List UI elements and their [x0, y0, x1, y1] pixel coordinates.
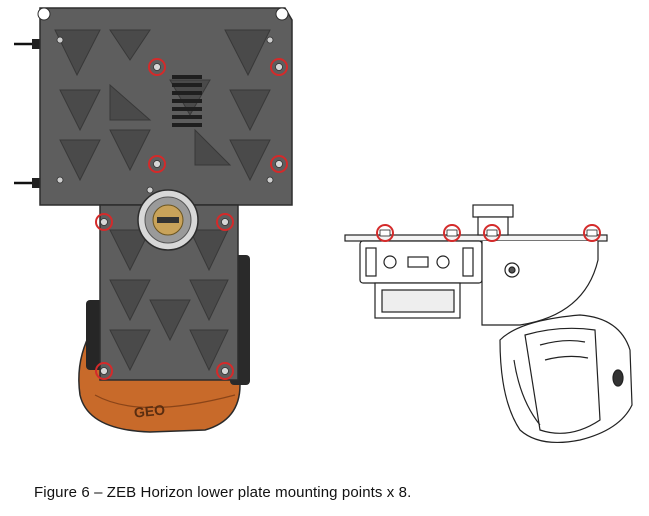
figure-illustration: GEO: [14, 7, 633, 444]
center-mount: [137, 189, 199, 251]
side-view-line-art: [344, 204, 633, 444]
plate-underside-view: GEO: [14, 7, 293, 433]
mounting-point-marker-icon: [443, 224, 461, 242]
screw-icon: [56, 36, 274, 194]
vent-slots: [172, 75, 202, 127]
cables: [14, 42, 40, 185]
plate-cutouts: [54, 29, 271, 372]
mounting-point-marker-icon: [95, 58, 288, 380]
upper-plate: [39, 7, 293, 206]
body-logo: GEO: [133, 401, 166, 420]
mounting-point-marker-icon: [483, 224, 501, 242]
side-mounting-markers: [376, 224, 601, 242]
figure-caption: Figure 6 – ZEB Horizon lower plate mount…: [34, 484, 412, 501]
mounting-point-marker-icon: [583, 224, 601, 242]
mounting-point-marker-icon: [376, 224, 394, 242]
